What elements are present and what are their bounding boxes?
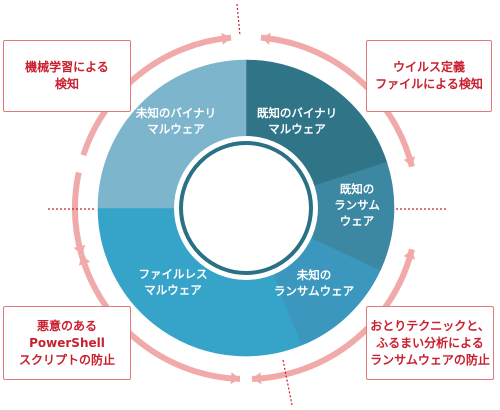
callout-powershell-prevention: 悪意のある PowerShell スクリプトの防止: [3, 306, 131, 380]
segment-label-line: マルウェア: [147, 122, 205, 136]
arrowhead-bottom-right: [251, 372, 262, 385]
quadrant-dividers: [48, 3, 448, 406]
callout-powershell-prevention-text: 悪意のある PowerShell スクリプトの防止: [18, 318, 115, 367]
segment-label-line: マルウェア: [144, 283, 202, 297]
segment-label-line: ウェア: [340, 214, 375, 228]
callout-machine-learning: 機械学習による 検知: [3, 40, 131, 112]
arrowhead-right-upper: [403, 156, 416, 167]
ring-center: [179, 141, 313, 275]
arc-bottom-left: [78, 254, 241, 382]
segment-label-unknown-binary: 未知のバイナリマルウェア: [135, 106, 216, 136]
cycle-arrows: [72, 32, 416, 385]
callout-ransomware-prevention: おとりテクニックと、 ふるまい分析による ランサムウェアの防止: [366, 306, 494, 380]
arrowhead-top-left: [221, 32, 232, 45]
segment-label-line: ランサム: [334, 198, 380, 212]
arc-top-right: [260, 34, 415, 168]
divider-line: [236, 3, 241, 37]
arc-bottom-right: [251, 248, 415, 382]
segment-label-line: マルウェア: [268, 122, 326, 136]
arc-left: [72, 171, 85, 256]
divider-line: [282, 359, 293, 406]
segment-label-line: 既知のバイナリ: [257, 106, 337, 120]
segment-labels: 既知のバイナリマルウェア既知のランサムウェア未知のランサムウェアファイルレスマル…: [135, 106, 381, 298]
arrowhead-right-lower: [403, 249, 416, 260]
callout-ransomware-prevention-text: おとりテクニックと、 ふるまい分析による ランサムウェアの防止: [370, 318, 490, 367]
segment-label-line: ファイルレス: [139, 267, 208, 281]
segment-label-known-ransom: 既知のランサムウェア: [334, 182, 380, 228]
segment-label-line: ランサムウェア: [274, 284, 355, 298]
callout-machine-learning-text: 機械学習による 検知: [25, 60, 109, 91]
arrowhead-left-upper: [73, 244, 86, 256]
segment-label-fileless: ファイルレスマルウェア: [139, 267, 208, 297]
arrowhead-top-right: [260, 32, 271, 45]
arrowhead-left-lower: [78, 255, 91, 266]
callout-signature-detection-text: ウイルス定義 ファイルによる検知: [375, 60, 483, 91]
ring: [97, 59, 395, 357]
arc-top-left: [80, 34, 232, 157]
segment-label-known-binary: 既知のバイナリマルウェア: [257, 106, 337, 136]
segment-label-line: 既知の: [340, 182, 375, 196]
segment-label-line: 未知の: [296, 268, 332, 282]
segment-label-line: 未知のバイナリ: [135, 106, 216, 120]
segment-label-unknown-ransom: 未知のランサムウェア: [274, 268, 355, 298]
callout-signature-detection: ウイルス定義 ファイルによる検知: [366, 40, 492, 112]
arrowhead-bottom-left: [230, 372, 241, 385]
